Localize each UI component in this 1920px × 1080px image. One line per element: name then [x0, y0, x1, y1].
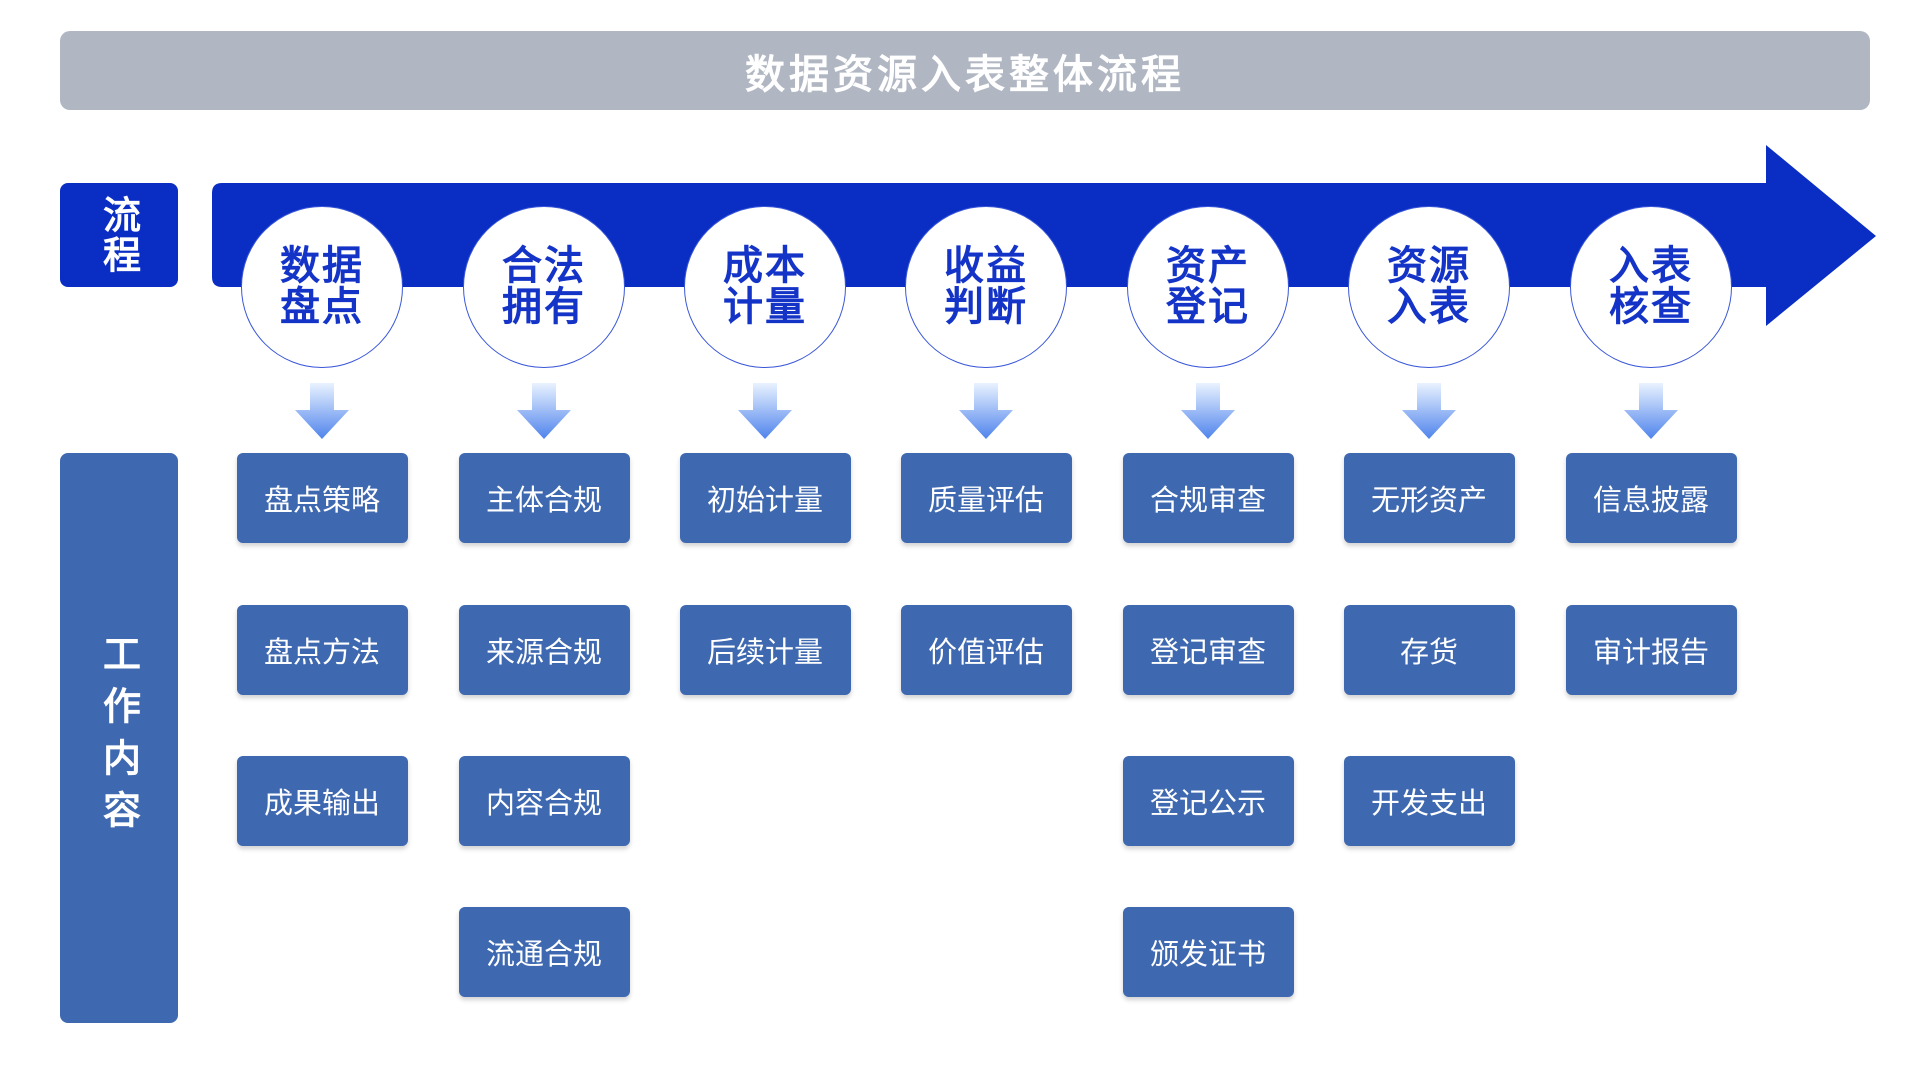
task-box: 颁发证书 — [1122, 907, 1294, 997]
stage-circle: 成本 计量 — [684, 206, 846, 368]
down-arrow-icon — [1624, 383, 1678, 439]
task-box: 流通合规 — [458, 907, 630, 997]
page-title: 数据资源入表整体流程 — [60, 31, 1870, 110]
down-arrow-icon — [738, 383, 792, 439]
task-box: 无形资产 — [1343, 453, 1515, 543]
down-arrow-icon — [1181, 383, 1235, 439]
stage-circle: 数据 盘点 — [241, 206, 403, 368]
down-arrow-icon — [959, 383, 1013, 439]
stage-circle: 入表 核查 — [1570, 206, 1732, 368]
task-box: 价值评估 — [900, 605, 1072, 695]
down-arrow-shape — [959, 383, 1013, 439]
task-box: 审计报告 — [1565, 605, 1737, 695]
stage-circle: 资产 登记 — [1127, 206, 1289, 368]
stage-circle: 收益 判断 — [905, 206, 1067, 368]
process-row-label: 流程 — [60, 183, 178, 287]
task-box: 存货 — [1343, 605, 1515, 695]
task-box: 信息披露 — [1565, 453, 1737, 543]
down-arrow-icon — [295, 383, 349, 439]
task-box: 登记审查 — [1122, 605, 1294, 695]
task-box: 内容合规 — [458, 756, 630, 846]
down-arrow-shape — [295, 383, 349, 439]
work-content-row-label: 工作内容 — [60, 453, 178, 1023]
down-arrow-shape — [1181, 383, 1235, 439]
down-arrow-shape — [1624, 383, 1678, 439]
down-arrow-shape — [1402, 383, 1456, 439]
task-box: 后续计量 — [679, 605, 851, 695]
task-box: 来源合规 — [458, 605, 630, 695]
task-box: 盘点策略 — [236, 453, 408, 543]
task-box: 初始计量 — [679, 453, 851, 543]
down-arrow-icon — [517, 383, 571, 439]
task-box: 盘点方法 — [236, 605, 408, 695]
task-box: 合规审查 — [1122, 453, 1294, 543]
task-box: 成果输出 — [236, 756, 408, 846]
stage-circle: 合法 拥有 — [463, 206, 625, 368]
task-box: 登记公示 — [1122, 756, 1294, 846]
task-box: 主体合规 — [458, 453, 630, 543]
down-arrow-shape — [738, 383, 792, 439]
stage-circle: 资源 入表 — [1348, 206, 1510, 368]
down-arrow-shape — [517, 383, 571, 439]
down-arrow-icon — [1402, 383, 1456, 439]
task-box: 质量评估 — [900, 453, 1072, 543]
task-box: 开发支出 — [1343, 756, 1515, 846]
